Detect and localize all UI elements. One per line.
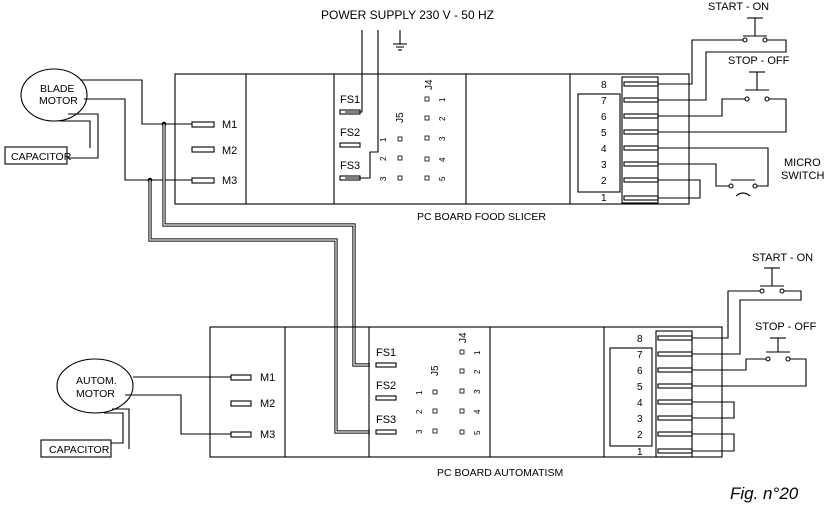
slicer-j5-pins	[397, 136, 403, 181]
autom-terminal-m3: M3	[260, 429, 275, 441]
slicer-strip-5: 5	[601, 128, 607, 139]
figure-number: Fig. n°20	[730, 484, 799, 503]
autom-j5-pins	[432, 389, 438, 434]
autom-connector-j4: J4	[458, 332, 469, 343]
slicer-connector-j5: J5	[395, 112, 406, 123]
slicer-micro-switch	[728, 179, 758, 197]
autom-fuse-fs2: FS2	[376, 380, 396, 392]
slicer-motor-terminals	[191, 121, 215, 184]
slicer-j5-pin-3: 3	[379, 176, 388, 181]
autom-capacitor	[40, 439, 112, 458]
autom-start-switch	[759, 267, 785, 294]
autom-strip-6: 6	[637, 366, 643, 377]
autom-j4-pin-5: 5	[473, 430, 482, 435]
blade-capacitor-label: CAPACITOR	[11, 151, 72, 163]
autom-j5-pin-3: 3	[415, 429, 424, 434]
autom-capacitor-label: CAPACITOR	[49, 444, 110, 456]
slicer-strip-1: 1	[601, 193, 607, 204]
blade-motor-label-line2: MOTOR	[39, 95, 78, 107]
autom-fuse-fs1: FS1	[376, 347, 396, 359]
slicer-stop-switch	[744, 71, 770, 102]
autom-j4-pin-2: 2	[473, 369, 482, 374]
board-label-automatism: PC BOARD AUTOMATISM	[437, 467, 563, 479]
autom-switch-wiring	[692, 290, 807, 452]
slicer-j4-pin-1: 1	[438, 97, 447, 102]
autom-j4-pin-3: 3	[473, 389, 482, 394]
blade-capacitor	[4, 146, 68, 165]
autom-strip-1: 1	[637, 447, 643, 458]
autom-motor-label-line2: MOTOR	[76, 388, 115, 400]
autom-j4-pin-1: 1	[473, 350, 482, 355]
pc-board-automatism	[209, 326, 723, 458]
slicer-strip-7: 7	[601, 96, 607, 107]
slicer-j4-pin-3: 3	[438, 136, 447, 141]
blade-motor-wiring	[60, 79, 192, 183]
slicer-terminal-m1: M1	[222, 119, 237, 131]
slicer-j5-pin-2: 2	[379, 156, 388, 161]
slicer-terminal-m2: M2	[222, 145, 237, 157]
autom-j4-pins	[459, 349, 465, 435]
autom-fuse-fs3: FS3	[376, 414, 396, 426]
autom-start-label: START - ON	[752, 252, 813, 264]
slicer-start-switch	[742, 17, 768, 43]
slicer-strip-4: 4	[601, 144, 607, 155]
autom-strip-3: 3	[637, 414, 643, 425]
power-supply-label: POWER SUPPLY 230 V - 50 HZ	[321, 8, 494, 22]
autom-motor-terminals	[230, 374, 252, 438]
slicer-micro-label-line1: MICRO	[784, 157, 821, 169]
slicer-fuse-fs2: FS2	[340, 127, 360, 139]
autom-motor-wiring	[104, 376, 231, 449]
autom-strip-7: 7	[637, 350, 643, 361]
slicer-stop-label: STOP - OFF	[728, 55, 790, 67]
slicer-fuse-fs1: FS1	[340, 94, 360, 106]
board-label-food-slicer: PC BOARD FOOD SLICER	[417, 211, 546, 223]
cross-link-wiring	[148, 124, 370, 434]
autom-connector-j5: J5	[430, 365, 441, 376]
autom-terminal-m2: M2	[260, 398, 275, 410]
blade-motor	[20, 68, 88, 122]
slicer-j4-pin-4: 4	[438, 157, 447, 162]
autom-j4-pin-4: 4	[473, 409, 482, 414]
autom-strip-8: 8	[637, 334, 643, 345]
slicer-switch-wiring	[658, 39, 787, 199]
autom-stop-switch	[765, 337, 791, 362]
autom-j5-pin-2: 2	[415, 409, 424, 414]
ground-symbol	[393, 43, 407, 51]
autom-fuse-slots	[375, 362, 397, 435]
autom-motor-label-line1: AUTOM.	[76, 375, 117, 387]
power-supply-wires	[345, 30, 401, 179]
slicer-j4-pin-2: 2	[438, 116, 447, 121]
autom-j5-pin-1: 1	[415, 390, 424, 395]
autom-terminal-slots	[657, 335, 693, 454]
slicer-strip-2: 2	[601, 176, 607, 187]
slicer-connector-j4: J4	[424, 79, 435, 90]
slicer-fuse-fs3: FS3	[340, 160, 360, 172]
autom-terminal-block	[609, 330, 693, 458]
slicer-strip-6: 6	[601, 112, 607, 123]
blade-motor-label-line1: BLADE	[40, 83, 74, 95]
slicer-micro-label-line2: SWITCH	[781, 170, 824, 182]
slicer-terminal-block	[577, 76, 659, 204]
autom-strip-5: 5	[637, 382, 643, 393]
autom-motor	[56, 358, 134, 414]
slicer-j4-pins	[424, 96, 430, 181]
autom-strip-4: 4	[637, 398, 643, 409]
pc-board-food-slicer	[174, 73, 690, 205]
slicer-j5-pin-1: 1	[379, 137, 388, 142]
autom-strip-2: 2	[637, 430, 643, 441]
slicer-terminal-m3: M3	[222, 175, 237, 187]
slicer-terminal-slots	[623, 81, 659, 201]
slicer-strip-3: 3	[601, 160, 607, 171]
autom-terminal-m1: M1	[260, 372, 275, 384]
autom-stop-label: STOP - OFF	[755, 321, 817, 333]
slicer-j4-pin-5: 5	[438, 176, 447, 181]
slicer-start-label: START - ON	[708, 1, 769, 13]
slicer-strip-8: 8	[601, 80, 607, 91]
slicer-fuse-slots	[339, 109, 361, 181]
